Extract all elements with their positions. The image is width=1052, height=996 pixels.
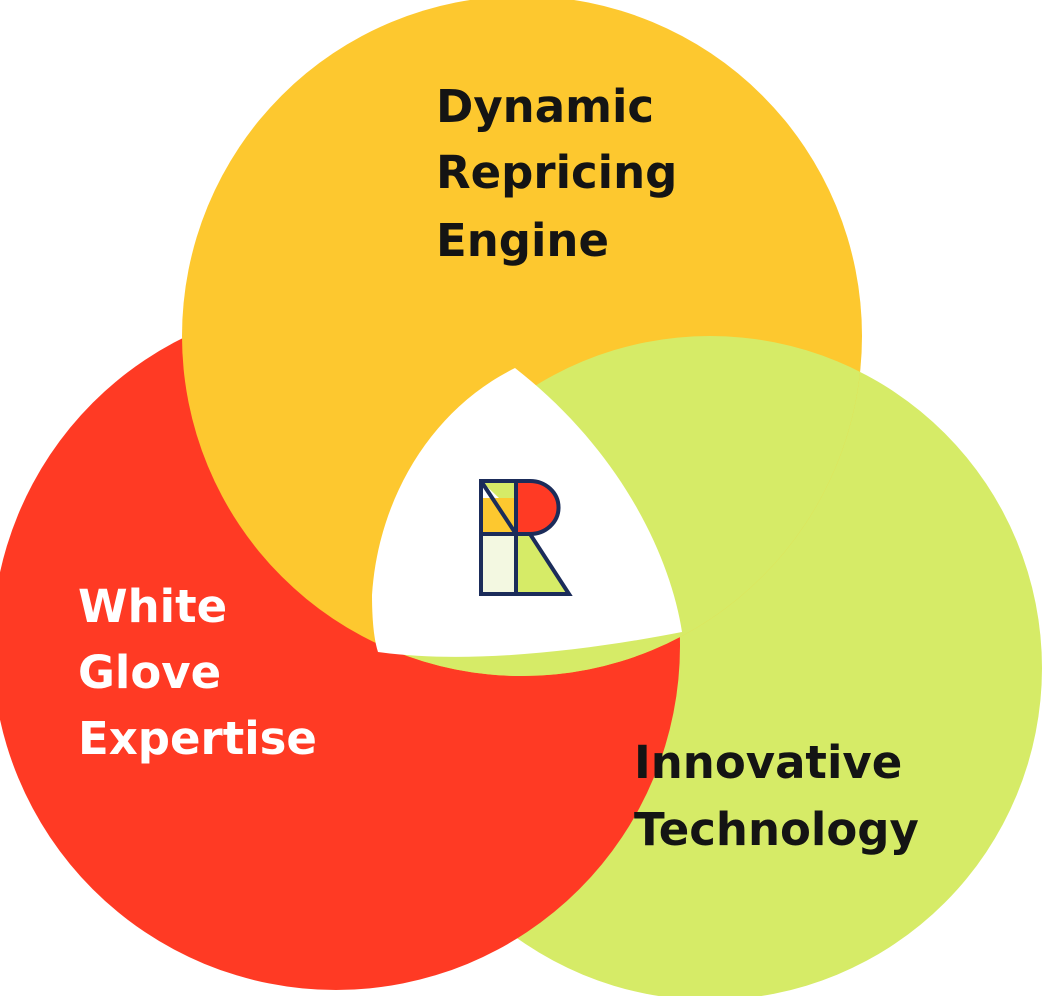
- r-monogram-logo: [479, 479, 573, 596]
- logo-lime-triangle-top: [481, 481, 516, 498]
- label-innovative-technology: Innovative Technology: [634, 736, 919, 856]
- label-line: Repricing: [436, 146, 677, 199]
- logo-red-bowl: [516, 481, 559, 534]
- label-line: Expertise: [78, 712, 317, 765]
- label-dynamic-repricing-engine: Dynamic Repricing Engine: [436, 80, 693, 267]
- label-line: Technology: [634, 803, 919, 856]
- label-line: Innovative: [634, 736, 902, 789]
- label-line: Dynamic: [436, 80, 654, 133]
- label-white-glove-expertise: White Glove Expertise: [78, 580, 317, 765]
- logo-cream-block: [481, 534, 516, 594]
- label-line: White: [78, 580, 227, 633]
- logo-outline: [479, 479, 573, 596]
- label-line: Engine: [436, 214, 609, 267]
- logo-lime-leg: [516, 534, 569, 594]
- label-line: Glove: [78, 646, 221, 699]
